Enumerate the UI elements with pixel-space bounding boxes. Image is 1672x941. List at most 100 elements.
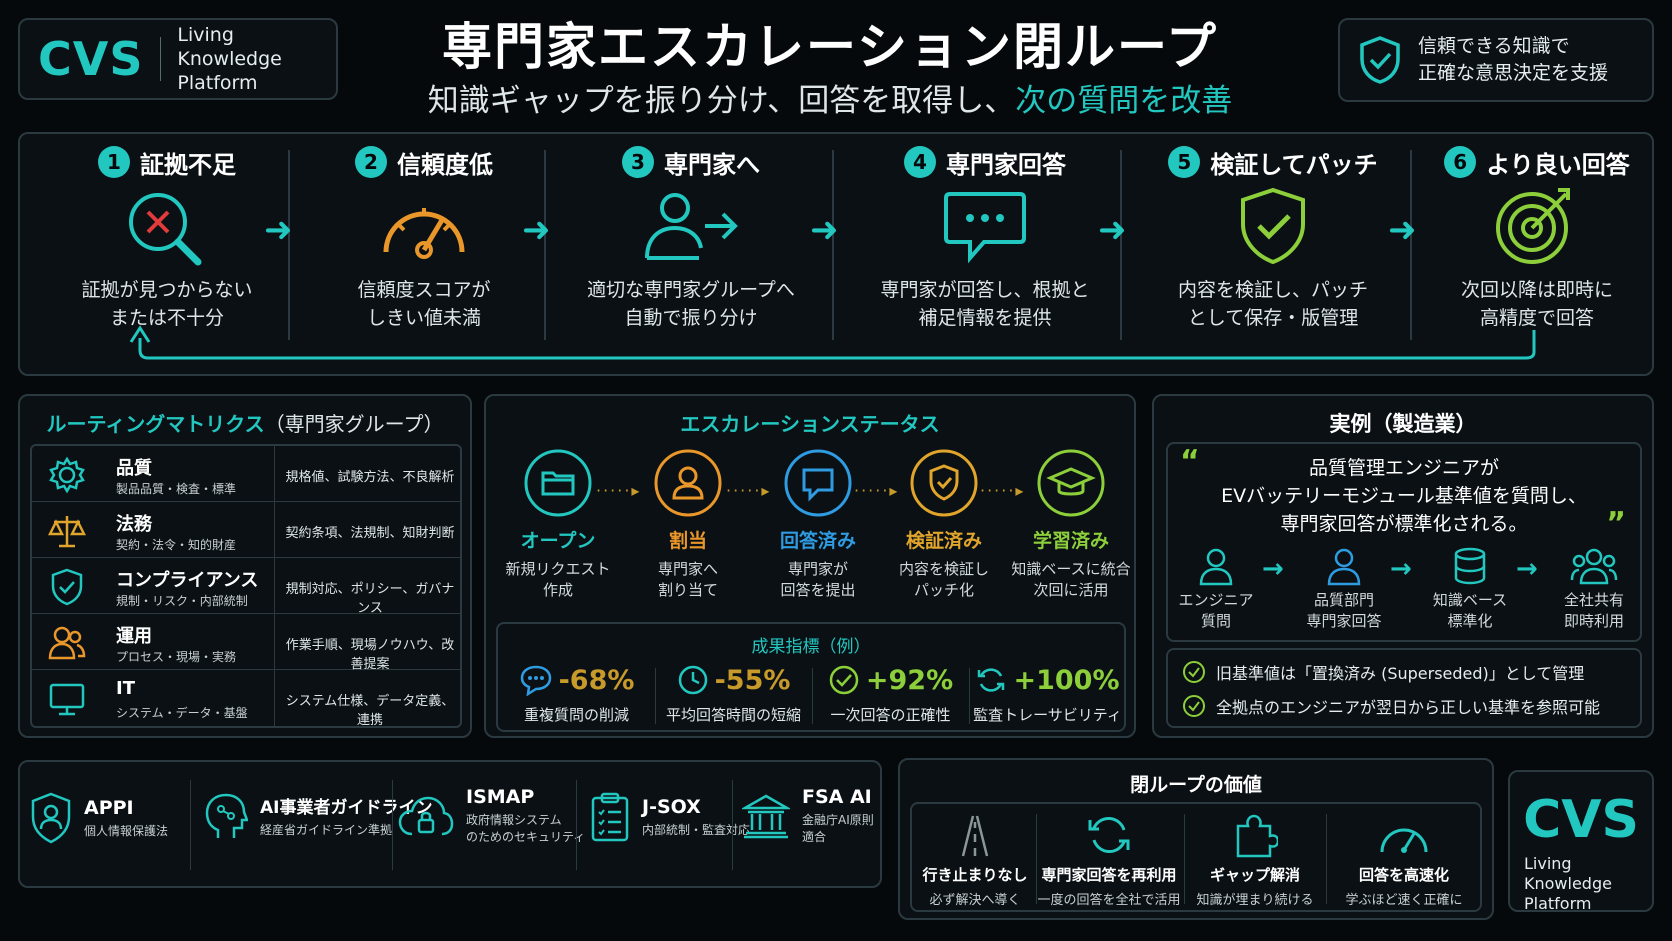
value-panel: 閉ループの価値 行き止まりなし 必ず解決へ導く 専門家回答を再利用 一度の回答を… — [898, 758, 1494, 920]
metric-label: 重複質問の削減 — [523, 706, 629, 724]
step-desc-line2: または不十分 — [109, 307, 224, 329]
status-desc-line2: 割り当て — [657, 581, 718, 599]
status-desc: 内容を検証しパッチ化 — [882, 559, 1006, 601]
step-title: 検証してパッチ — [1210, 150, 1378, 179]
row-name: 運用 — [116, 626, 152, 647]
divider — [576, 780, 577, 870]
divider — [1036, 814, 1037, 904]
brand-line2: Platform — [1524, 894, 1592, 913]
status-desc-line2: 回答を提出 — [780, 581, 856, 599]
chat-bubble-icon — [944, 192, 1026, 264]
person-forward-icon — [645, 193, 738, 260]
actor-line1: 品質部門 — [1313, 591, 1374, 609]
shield-check-icon — [51, 568, 83, 606]
actor-line2: 質問 — [1200, 612, 1231, 630]
table-row[interactable]: IT システム・データ・基盤 システム仕様、データ定義、連携 — [32, 670, 460, 728]
status-title: エスカレーションステータス — [680, 412, 940, 436]
step-desc-line1: 次回以降は即時に — [1460, 279, 1613, 301]
status-desc-line1: 新規リクエスト — [505, 560, 611, 578]
divider — [732, 780, 733, 870]
table-row[interactable]: 運用 プロセス・現場・実務 作業手順、現場ノウハウ、改善提案 — [32, 614, 460, 672]
step-desc-line1: 信頼度スコアが — [357, 279, 491, 301]
status-desc: 知識ベースに統合次回に活用 — [1006, 559, 1136, 601]
people-icon — [1570, 548, 1618, 585]
bank-icon — [742, 794, 790, 839]
step-number: 6 — [1444, 146, 1477, 178]
clipboard-icon — [591, 792, 629, 842]
value-item: 回答を高速化 学ぶほど速く正確に — [1328, 812, 1480, 908]
value-name: ギャップ解消 — [1209, 866, 1300, 884]
table-row[interactable]: 法務 契約・法令・知的財産 契約条項、法規制、知財判断 — [32, 502, 460, 558]
routing-title-main: ルーティングマトリクス — [46, 412, 265, 436]
step-title: 専門家へ — [664, 150, 760, 179]
speedometer-icon — [1380, 828, 1428, 853]
refresh-icon — [978, 668, 1005, 692]
divider — [1410, 150, 1412, 340]
compliance-desc-line2: のためのセキュリティ — [466, 830, 586, 844]
scales-icon — [48, 516, 86, 548]
check-circle-icon — [1183, 661, 1205, 683]
value-item: 専門家回答を再利用 一度の回答を全社で活用 — [1036, 812, 1182, 908]
step-title: 証拠不足 — [140, 150, 236, 179]
compliance-name: APPI — [84, 796, 134, 819]
step-desc-line1: 適切な専門家グループへ — [587, 279, 795, 301]
compliance-desc: 経産省ガイドライン準拠 — [260, 823, 393, 837]
status-desc: 新規リクエスト作成 — [496, 559, 620, 601]
status-desc-line1: 専門家へ — [657, 560, 718, 578]
step-title: より良い回答 — [1486, 150, 1630, 179]
arrow-right-icon: ➜ — [264, 210, 293, 250]
metric-duplicate: -68% 重複質問の削減 — [498, 664, 655, 725]
trust-text: 信頼できる知識で正確な意思決定を支援 — [1418, 33, 1608, 87]
step-desc-line2: 自動で振り分け — [624, 307, 758, 329]
quote-line: 品質管理エンジニアが — [1308, 457, 1499, 479]
step-description: 信頼度スコアがしきい値未満 — [304, 276, 544, 332]
people-icon — [48, 626, 86, 660]
compliance-name: ISMAP — [466, 786, 535, 808]
arrow-right-icon: ➜ — [810, 210, 839, 250]
arrow-right-icon: ➜ — [1098, 210, 1127, 250]
brand-divider — [159, 37, 162, 81]
step-description: 内容を検証し、パッチとして保存・版管理 — [1134, 276, 1412, 332]
folder-icon — [524, 449, 592, 517]
table-row[interactable]: コンプライアンス 規制・リスク・内部統制 規制対応、ポリシー、ガバナンス — [32, 558, 460, 616]
brand-line1: Living Knowledge — [1524, 854, 1612, 893]
page-subtitle: 知識ギャップを振り分け、回答を取得し、次の質問を改善 — [360, 80, 1300, 122]
shield-check-icon — [1241, 187, 1305, 265]
divider — [969, 668, 970, 724]
compliance-ai-guideline: AI事業者ガイドライン経産省ガイドライン準拠 — [204, 792, 432, 840]
check-text: 全拠点のエンジニアが翌日から正しい基準を参照可能 — [1216, 698, 1601, 717]
dotted-arrow-icon: ·····▸ — [854, 481, 900, 500]
ai-head-icon — [205, 793, 248, 838]
actor-line2: 専門家回答 — [1306, 612, 1382, 630]
table-row[interactable]: 品質 製品品質・検査・標準 規格値、試験方法、不良解析 — [32, 446, 460, 502]
divider — [1184, 814, 1185, 904]
divider — [812, 668, 813, 724]
status-desc: 専門家へ割り当て — [626, 559, 750, 601]
value-name: 専門家回答を再利用 — [1041, 866, 1177, 884]
divider — [1326, 814, 1327, 904]
divider — [1120, 150, 1122, 340]
step-description: 適切な専門家グループへ自動で振り分け — [556, 276, 826, 332]
page-title: 専門家エスカレーション閉ループ — [442, 18, 1218, 76]
status-desc-line2: 作成 — [542, 581, 573, 599]
step-number: 4 — [904, 146, 936, 178]
row-keywords: 規格値、試験方法、不良解析 — [285, 470, 455, 485]
check-circle-icon — [829, 665, 859, 695]
page-header: 専門家エスカレーション閉ループ 知識ギャップを振り分け、回答を取得し、次の質問を… — [360, 16, 1300, 122]
trust-line1: 信頼できる知識で — [1418, 35, 1570, 57]
row-desc: 規制・リスク・内部統制 — [116, 594, 248, 608]
brand-line1: Living Knowledge — [177, 24, 282, 70]
status-desc-line1: 知識ベースに統合 — [1011, 560, 1131, 578]
row-name: IT — [116, 678, 135, 699]
check-circle-icon — [1183, 695, 1205, 717]
row-name: コンプライアンス — [116, 570, 259, 591]
